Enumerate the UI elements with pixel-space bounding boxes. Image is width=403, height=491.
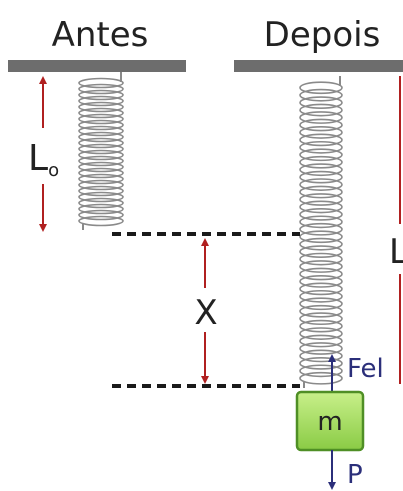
spring-before-coil xyxy=(78,197,124,209)
spring-after-coil xyxy=(299,304,343,318)
spring-before xyxy=(78,72,124,230)
spring-after-coil xyxy=(299,148,343,162)
p-label: P xyxy=(347,460,363,490)
spring-before-coil xyxy=(78,173,124,185)
spring-after-coil xyxy=(299,96,343,110)
spring-after-coil xyxy=(299,163,343,177)
spring-after-coil xyxy=(299,155,343,169)
after-title: Depois xyxy=(264,15,381,55)
spring-after-coil xyxy=(299,327,343,340)
spring-after xyxy=(299,76,343,388)
spring-after-coil xyxy=(299,118,343,132)
spring-after-coil xyxy=(299,342,343,355)
spring-after-coil xyxy=(299,185,343,199)
spring-after-coil xyxy=(299,371,343,385)
l0-label-bg xyxy=(26,128,60,184)
l0-subscript: o xyxy=(48,160,59,181)
spring-before-coil xyxy=(78,101,124,113)
spring-after-coil xyxy=(299,230,343,244)
spring-after-coil xyxy=(299,193,343,206)
spring-before-coil xyxy=(78,137,124,149)
spring-after-coil xyxy=(299,133,343,147)
spring-before-coil xyxy=(78,119,124,131)
spring-after-coil xyxy=(299,200,343,214)
spring-after-coil xyxy=(299,260,343,273)
spring-before-coil xyxy=(78,149,124,161)
spring-before-coil xyxy=(78,77,124,89)
spring-before-coil xyxy=(78,95,124,107)
spring-after-coil xyxy=(299,252,343,266)
spring-after-coil xyxy=(299,282,343,296)
ceiling-after xyxy=(234,60,403,72)
spring-after-coil xyxy=(299,312,343,326)
spring-after-coil xyxy=(299,349,343,363)
spring-before-coil xyxy=(78,179,124,191)
spring-after-coil xyxy=(299,111,343,124)
spring-after-coil xyxy=(299,88,343,102)
spring-before-coil xyxy=(78,209,124,221)
spring-after-coil xyxy=(299,126,343,139)
spring-before-coil xyxy=(78,107,124,119)
spring-after-coil xyxy=(299,364,343,378)
spring-after-coil xyxy=(299,275,343,288)
spring-before-coil xyxy=(78,191,124,203)
before-title: Antes xyxy=(52,15,149,55)
spring-after-coil xyxy=(299,140,343,154)
spring-after-coil xyxy=(299,215,343,229)
l-label-bg xyxy=(388,224,403,274)
mass-block xyxy=(295,390,365,452)
l0-main: L xyxy=(28,138,48,179)
spring-after-coil xyxy=(299,289,343,303)
spring-before-coil xyxy=(78,113,124,125)
spring-before-coil xyxy=(78,161,124,173)
spring-after-coil xyxy=(299,297,343,311)
spring-before-coil xyxy=(78,125,124,137)
spring-before-coil xyxy=(78,89,124,101)
spring-after-coil xyxy=(299,319,343,333)
l0-label: Lo xyxy=(28,138,59,181)
spring-before-coil xyxy=(78,155,124,167)
x-label-bg xyxy=(188,288,224,332)
spring-after-coil xyxy=(299,103,343,117)
l-label: L xyxy=(389,232,403,272)
spring-after-coil xyxy=(299,170,343,184)
spring-after-coil xyxy=(299,356,343,370)
spring-after-coil xyxy=(299,267,343,281)
spring-after-coil xyxy=(299,334,343,348)
spring-after-coil xyxy=(299,222,343,236)
fel-label: Fel xyxy=(347,354,384,384)
spring-after-coil xyxy=(299,207,343,221)
spring-before-coil xyxy=(78,143,124,155)
spring-after-coil xyxy=(299,178,343,191)
spring-before-coil xyxy=(78,83,124,95)
spring-before-coil xyxy=(78,215,124,227)
spring-before-coil xyxy=(78,185,124,197)
ceiling-before xyxy=(8,60,186,72)
spring-before-coil xyxy=(78,167,124,179)
spring-after-coil xyxy=(299,237,343,251)
x-label: X xyxy=(194,293,217,333)
spring-before-coil xyxy=(78,203,124,215)
spring-before-coil xyxy=(78,131,124,143)
mass-label: m xyxy=(317,407,342,437)
spring-after-coil xyxy=(299,245,343,259)
spring-after-coil xyxy=(299,81,343,95)
